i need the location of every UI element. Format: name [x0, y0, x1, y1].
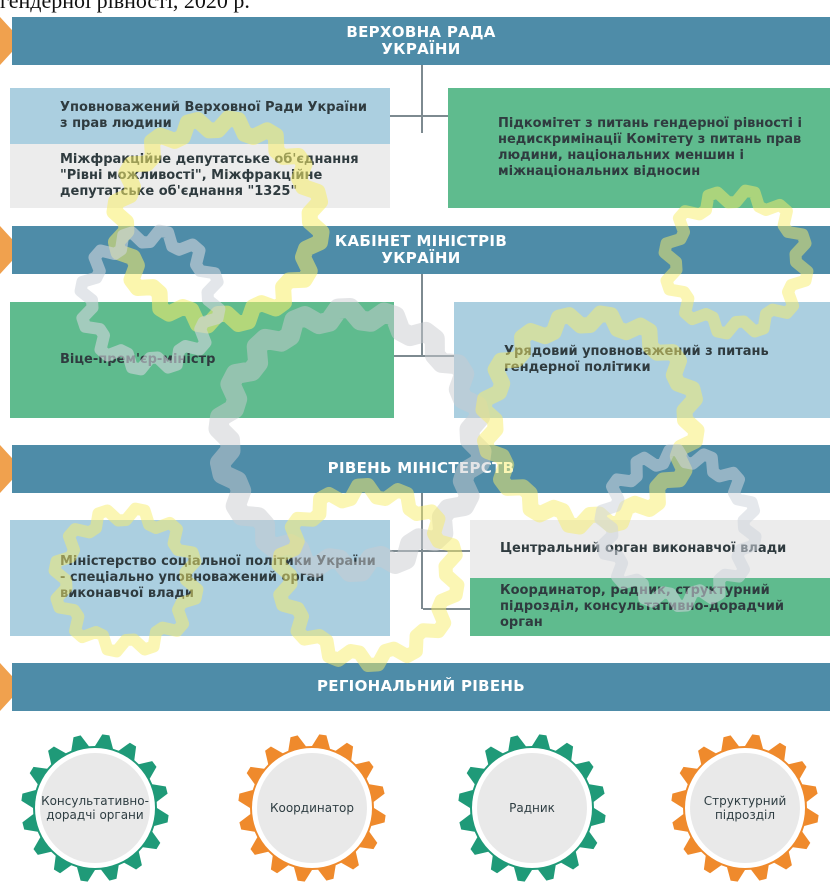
ministries-banner: РІВЕНЬ МІНІСТЕРСТВ [12, 445, 830, 493]
central-executive-body-text: Центральний орган виконавчої влади [500, 540, 787, 556]
regional-item-label: Координатор [269, 800, 355, 815]
connector [423, 608, 470, 610]
parliament-deputy-groups-text: Міжфракційне депутатське об'єднання "Рів… [60, 151, 359, 200]
parliament-subcommittee-box: Підкомітет з питань гендерної рівності і… [448, 88, 830, 208]
regional-item-advisor: Радник [477, 753, 587, 863]
cabinet-banner: КАБІНЕТ МІНІСТРІВ УКРАЇНИ [12, 226, 830, 274]
central-executive-body-box: Центральний орган виконавчої влади [470, 520, 830, 578]
connector [421, 274, 423, 356]
regional-item-label: Радник [509, 800, 555, 815]
regional-item-coordinator: Координатор [257, 753, 367, 863]
coordinator-advisor-text: Координатор, радник, структурний підрозд… [500, 582, 784, 631]
cabinet-title-line2: УКРАЇНИ [381, 249, 461, 267]
parliament-ombudsman-text: Уповноважений Верховної Ради України з п… [60, 99, 367, 131]
regional-title: РЕГІОНАЛЬНИЙ РІВЕНЬ [316, 677, 525, 696]
parliament-banner: ВЕРХОВНА РАДА УКРАЇНИ [12, 17, 830, 65]
parliament-ombudsman-box: Уповноважений Верховної Ради України з п… [10, 88, 390, 144]
regional-item-structural-unit: Структурний підрозділ [690, 753, 800, 863]
regional-item-label: Структурний підрозділ [703, 793, 787, 822]
cabinet-vice-pm-box: Віце-прем'єр-міністр [10, 302, 394, 418]
parliament-deputy-groups-box: Міжфракційне депутатське об'єднання "Рів… [10, 144, 390, 208]
connector [390, 115, 448, 117]
figure-caption: гендерної рівності, 2020 р. [0, 0, 250, 13]
parliament-title-line1: ВЕРХОВНА РАДА [346, 22, 496, 41]
ministry-social-policy-box: Міністерство соціальної політики України… [10, 520, 390, 636]
coordinator-advisor-box: Координатор, радник, структурний підрозд… [470, 578, 830, 636]
connector [394, 355, 454, 357]
parliament-title-line2: УКРАЇНИ [381, 40, 461, 58]
ministry-social-policy-text: Міністерство соціальної політики України… [60, 553, 376, 602]
regional-banner: РЕГІОНАЛЬНИЙ РІВЕНЬ [12, 663, 830, 711]
connector [390, 550, 470, 552]
regional-item-consultative: Консультативно-дорадчі органи [40, 753, 150, 863]
cabinet-gender-commissioner-box: Урядовий уповноважений з питань гендерно… [454, 302, 830, 418]
cabinet-vice-pm-text: Віце-прем'єр-міністр [60, 351, 216, 367]
ministries-title: РІВЕНЬ МІНІСТЕРСТВ [327, 459, 515, 478]
cabinet-gender-commissioner-text: Урядовий уповноважений з питань гендерно… [504, 343, 769, 375]
regional-item-label: Консультативно-дорадчі органи [41, 793, 149, 822]
connector [421, 65, 423, 133]
cabinet-title-line1: КАБІНЕТ МІНІСТРІВ [334, 231, 508, 250]
parliament-subcommittee-text: Підкомітет з питань гендерної рівності і… [498, 115, 802, 180]
